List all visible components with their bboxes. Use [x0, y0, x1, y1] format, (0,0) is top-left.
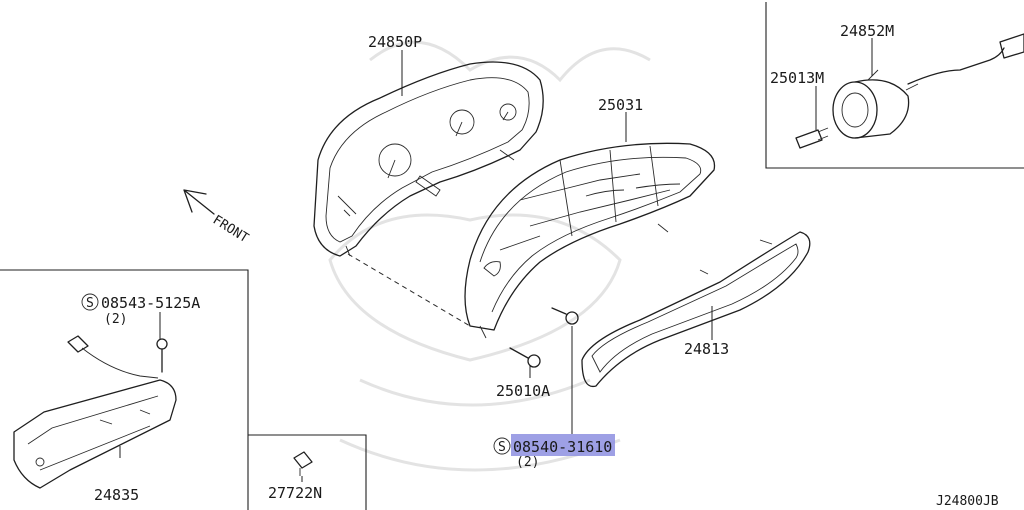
screw-number: 08543-5125A — [101, 294, 200, 312]
front-label: FRONT — [210, 213, 251, 247]
label-24813[interactable]: 24813 — [684, 340, 729, 358]
label-25010a[interactable]: 25010A — [496, 382, 550, 400]
screw-25010a[interactable] — [509, 347, 541, 368]
screw-symbol-icon — [81, 293, 99, 311]
inset-box-lower-left — [0, 269, 249, 510]
screw-qty: (2) — [104, 312, 127, 327]
screw-number: 08540-31610 — [513, 438, 612, 456]
screw-callout-08543-5125a[interactable]: S 08543-5125A (2) — [81, 293, 200, 327]
label-24852m[interactable]: 24852M — [840, 22, 894, 40]
gauge-sender-24852m[interactable] — [832, 33, 1024, 139]
front-arrow-icon — [183, 189, 215, 215]
inset-box-upper-right — [765, 2, 1024, 169]
screw-callout-08540-31610[interactable]: S 08540-31610 (2) — [493, 434, 615, 470]
label-25031[interactable]: 25031 — [598, 96, 643, 114]
meter-mask-24813[interactable] — [581, 231, 811, 388]
screw-symbol-text: S — [498, 440, 506, 455]
diagram-reference-code: J24800JB — [936, 494, 999, 509]
screw-symbol-text: S — [86, 296, 94, 311]
alignment-line — [347, 253, 471, 327]
switch-assembly-24835[interactable] — [13, 335, 177, 489]
highlight-box — [511, 434, 615, 456]
screw-08540-31610[interactable] — [551, 307, 579, 325]
inset-box-lower-middle — [248, 434, 367, 510]
label-24850p[interactable]: 24850P — [368, 33, 422, 51]
clip-27722n[interactable] — [293, 451, 313, 476]
label-27722n[interactable]: 27722N — [268, 484, 322, 502]
bulb-25013m[interactable] — [795, 127, 829, 149]
screw-08543-5125a[interactable] — [156, 338, 168, 373]
screw-symbol-icon — [493, 437, 511, 455]
screw-qty: (2) — [516, 455, 539, 470]
meter-body-25031[interactable] — [464, 142, 716, 339]
meter-face-24850p[interactable] — [313, 61, 544, 257]
label-24835[interactable]: 24835 — [94, 486, 139, 504]
label-25013m[interactable]: 25013M — [770, 69, 824, 87]
leader-lines — [119, 38, 873, 482]
